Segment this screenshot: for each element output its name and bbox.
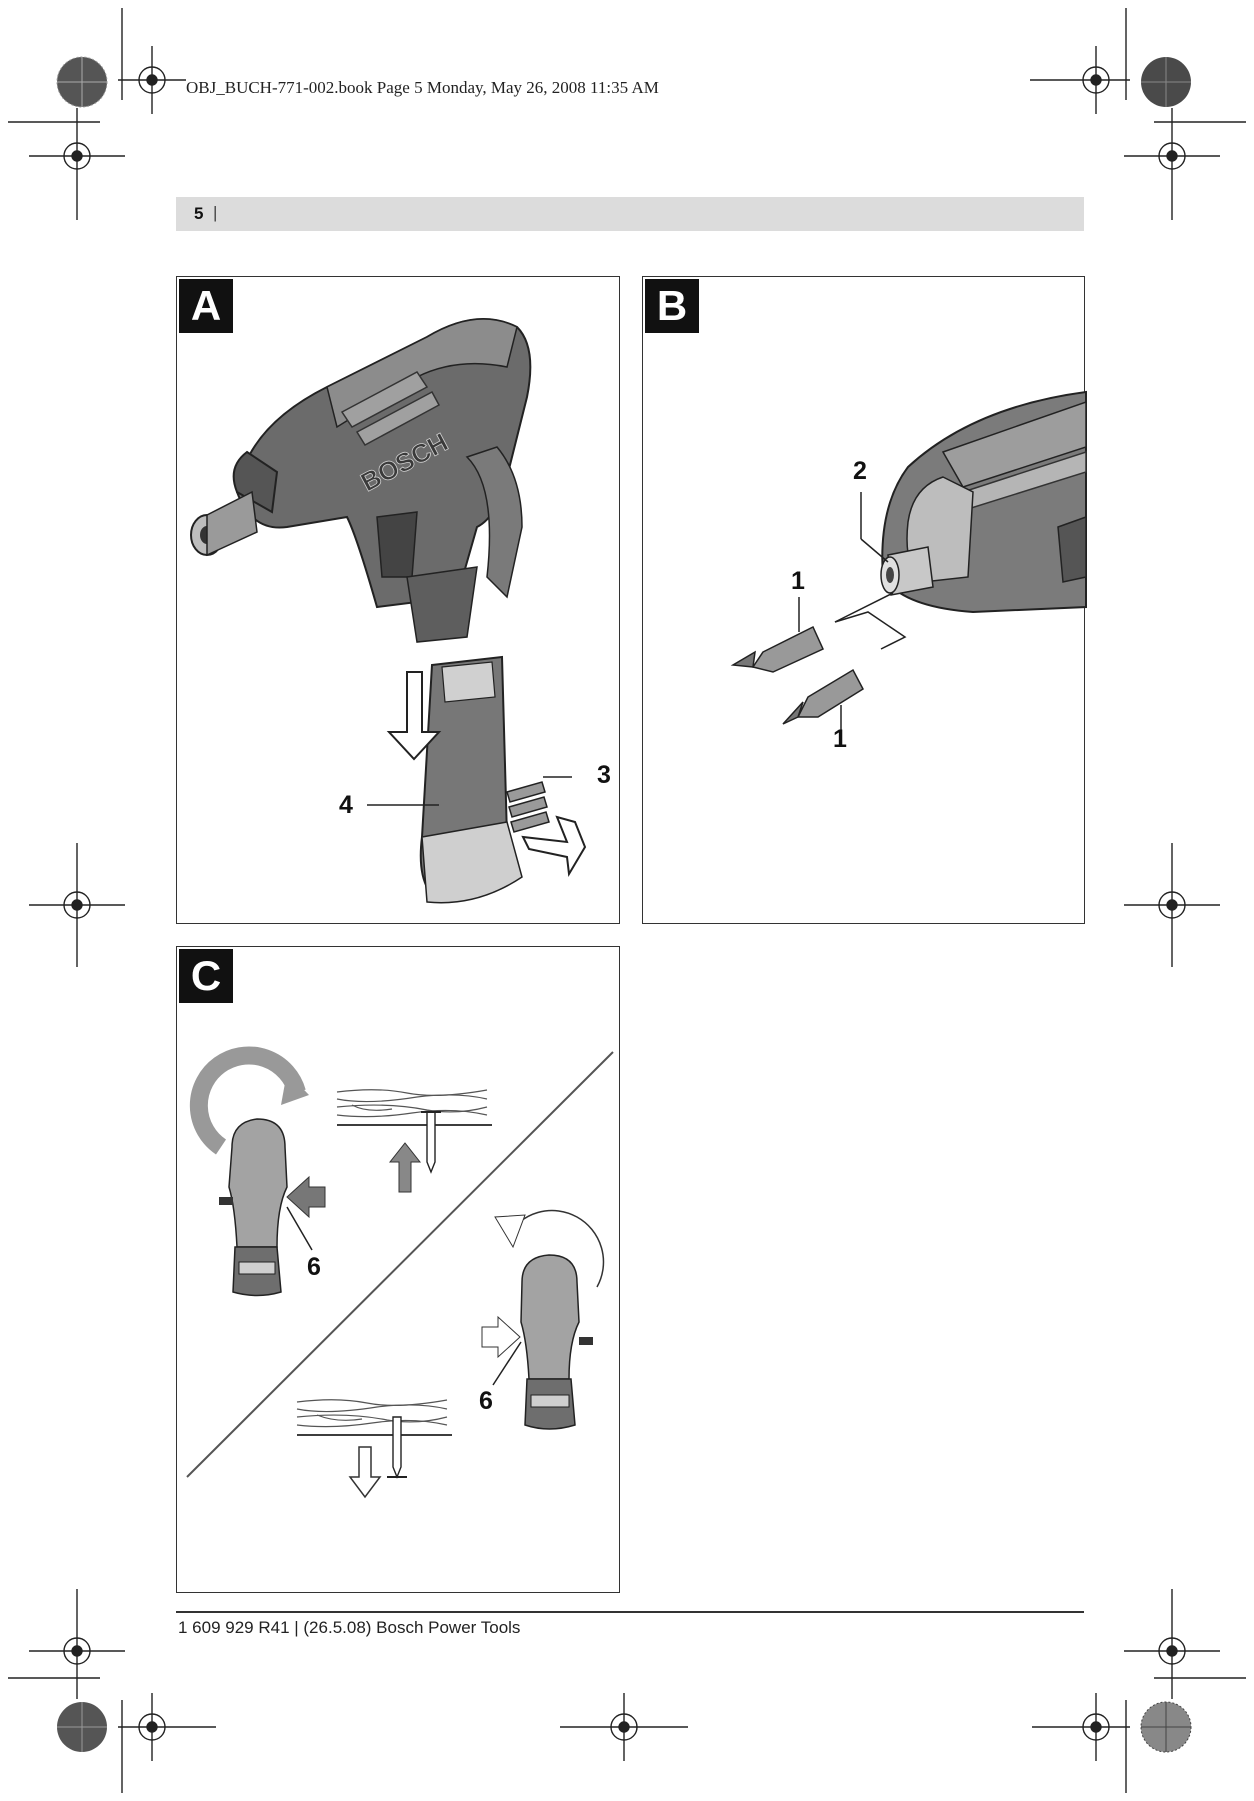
bit-change-illustration [730,390,1087,732]
switch-push-arrow-right-icon [481,1315,521,1359]
screwdriver-battery-insertion-illustration: BOSCH [190,318,587,904]
callout-bit-top: 1 [791,567,805,595]
callout-bit-bottom: 1 [833,725,847,753]
figure-panel-c: C [176,946,620,1593]
crosshair-left-upper [29,108,125,220]
callout-release-button: 3 [597,761,611,789]
page-number: 5 [194,204,204,223]
density-disc-top-left [56,56,108,108]
push-arrow-icon [521,815,587,878]
figure-panel-b: B 2 1 1 [642,276,1087,924]
crosshair-bottom-center [560,1693,688,1761]
print-header: OBJ_BUCH-771-002.book Page 5 Monday, May… [186,78,659,97]
page-separator: | [213,203,218,222]
page-header-bar [176,197,1084,231]
crosshair-right-lower [1124,1589,1220,1699]
crosshair-left-lower [29,1589,125,1699]
crosshair-right-upper [1124,108,1220,220]
callout-bit-holder: 2 [853,457,867,485]
screw-in-arrow-icon [388,1142,422,1193]
insert-arrow-icon [386,671,442,761]
switch-push-arrow-left-icon [286,1175,326,1219]
panel-letter-c: C [179,949,233,1003]
rotation-direction-illustration [186,1046,614,1499]
density-disc-top-right [1141,57,1191,107]
crosshair-bottom-right [1032,1693,1130,1761]
crosshair-top-right [1030,46,1130,114]
crosshair-right-middle [1124,843,1220,967]
figure-panel-a: A BOSCH [176,276,620,924]
callout-switch-right: 6 [479,1387,493,1415]
crosshair-left-middle [29,843,125,967]
crosshair-bottom-left [118,1693,216,1761]
density-disc-bottom-left [57,1702,107,1752]
footer-rule [176,1611,1084,1613]
callout-switch-left: 6 [307,1253,321,1281]
panel-letter-a: A [179,279,233,333]
crosshair-top-left [118,46,186,114]
panel-letter-b: B [645,279,699,333]
footer-text: 1 609 929 R41 | (26.5.08) Bosch Power To… [178,1618,521,1637]
density-disc-bottom-right [1140,1701,1192,1753]
callout-battery: 4 [339,791,353,819]
screw-out-arrow-icon [348,1446,382,1499]
